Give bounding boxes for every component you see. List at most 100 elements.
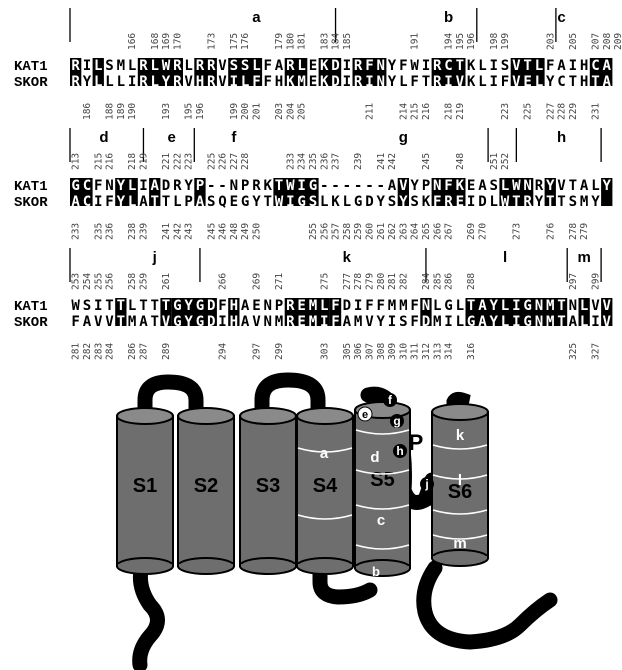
residue-number: 257 <box>331 223 342 240</box>
residue-number: 282 <box>82 343 93 360</box>
sequence-row-kat1: WSITTLTTTGYGDFHAENPREMLFDIFFMMFNLGLTAYLI… <box>71 298 611 314</box>
residue: A <box>478 314 487 330</box>
residue: P <box>241 178 250 194</box>
residue-number: 307 <box>364 343 375 360</box>
residue-number: 310 <box>398 343 409 360</box>
residue-number: 267 <box>444 223 455 240</box>
residue: L <box>128 178 137 194</box>
residue-number: 284 <box>105 343 116 360</box>
residue-number: 250 <box>251 223 262 240</box>
residue: Y <box>184 298 193 314</box>
residue: R <box>139 58 148 74</box>
residue: L <box>252 58 261 74</box>
residue: R <box>433 58 442 74</box>
residue: K <box>320 74 329 90</box>
residue: A <box>343 314 352 330</box>
residue: Y <box>546 74 555 90</box>
residue: G <box>444 298 453 314</box>
residue: E <box>456 194 465 210</box>
residue: M <box>309 314 318 330</box>
residue: L <box>456 298 465 314</box>
residue: R <box>207 74 216 90</box>
segment-letter-m: m <box>453 535 466 552</box>
helix-s4: S4 <box>297 408 353 574</box>
residue: W <box>162 58 171 74</box>
helix-label: S3 <box>256 475 280 497</box>
residue: G <box>297 194 306 210</box>
residue: Y <box>490 314 499 330</box>
residue-number: 241 <box>376 153 387 170</box>
residue-number: 227 <box>545 103 556 120</box>
residue-number: 264 <box>410 223 421 240</box>
residue-number: 246 <box>218 223 229 240</box>
residue: L <box>94 58 103 74</box>
helix-label: S1 <box>133 475 157 497</box>
residue: Y <box>377 194 386 210</box>
residue: I <box>422 58 431 74</box>
residue: F <box>264 74 273 90</box>
residue: L <box>580 298 589 314</box>
residue: T <box>456 58 465 74</box>
residue: A <box>478 178 487 194</box>
residue: D <box>343 298 352 314</box>
species-name-kat1: KAT1 <box>14 299 48 315</box>
residue-number: 213 <box>71 153 82 170</box>
residue: R <box>71 58 80 74</box>
residue: I <box>444 74 453 90</box>
helix-label: S5 <box>370 469 394 491</box>
residue: T <box>557 298 566 314</box>
residue-number: 258 <box>342 223 353 240</box>
residue: L <box>343 194 352 210</box>
residue: A <box>241 314 250 330</box>
residue: V <box>94 314 103 330</box>
residue: A <box>275 58 284 74</box>
residue: I <box>512 298 521 314</box>
residue: Y <box>83 74 92 90</box>
residue: C <box>444 58 453 74</box>
residue: F <box>94 178 103 194</box>
residue: T <box>151 314 160 330</box>
residue: L <box>591 178 600 194</box>
residue: W <box>71 298 80 314</box>
residue: A <box>196 194 205 210</box>
residue-number: 259 <box>353 223 364 240</box>
residue-number: 218 <box>444 103 455 120</box>
residue: A <box>241 298 250 314</box>
residue: F <box>365 298 374 314</box>
residue: R <box>173 74 182 90</box>
residue-number: 214 <box>398 103 409 120</box>
residue: A <box>139 194 148 210</box>
segment-label-d: d <box>99 129 108 146</box>
residue-number: 207 <box>590 33 601 50</box>
residue: M <box>309 298 318 314</box>
residue-number: 199 <box>229 103 240 120</box>
residue: - <box>354 178 363 194</box>
residue-number: 273 <box>511 223 522 240</box>
residue: L <box>580 314 589 330</box>
residue: I <box>490 58 499 74</box>
residue: R <box>207 58 216 74</box>
helix-s5: S5 <box>355 402 410 576</box>
residue: I <box>94 298 103 314</box>
residue: N <box>264 298 273 314</box>
residue-number: 179 <box>274 33 285 50</box>
residue: - <box>377 178 386 194</box>
residue: V <box>603 314 612 330</box>
residue: L <box>320 298 329 314</box>
residue: G <box>309 178 318 194</box>
residue: - <box>320 178 329 194</box>
residue: S <box>207 194 216 210</box>
residue-number: 195 <box>455 33 466 50</box>
residue-number: 252 <box>500 153 511 170</box>
residue: L <box>433 298 442 314</box>
residue: V <box>591 298 600 314</box>
segment-label-e: e <box>168 129 176 146</box>
residue: S <box>230 58 239 74</box>
residue: R <box>286 298 295 314</box>
residue: W <box>512 178 521 194</box>
residue: K <box>467 74 476 90</box>
residue: R <box>286 58 295 74</box>
residue: I <box>569 58 578 74</box>
